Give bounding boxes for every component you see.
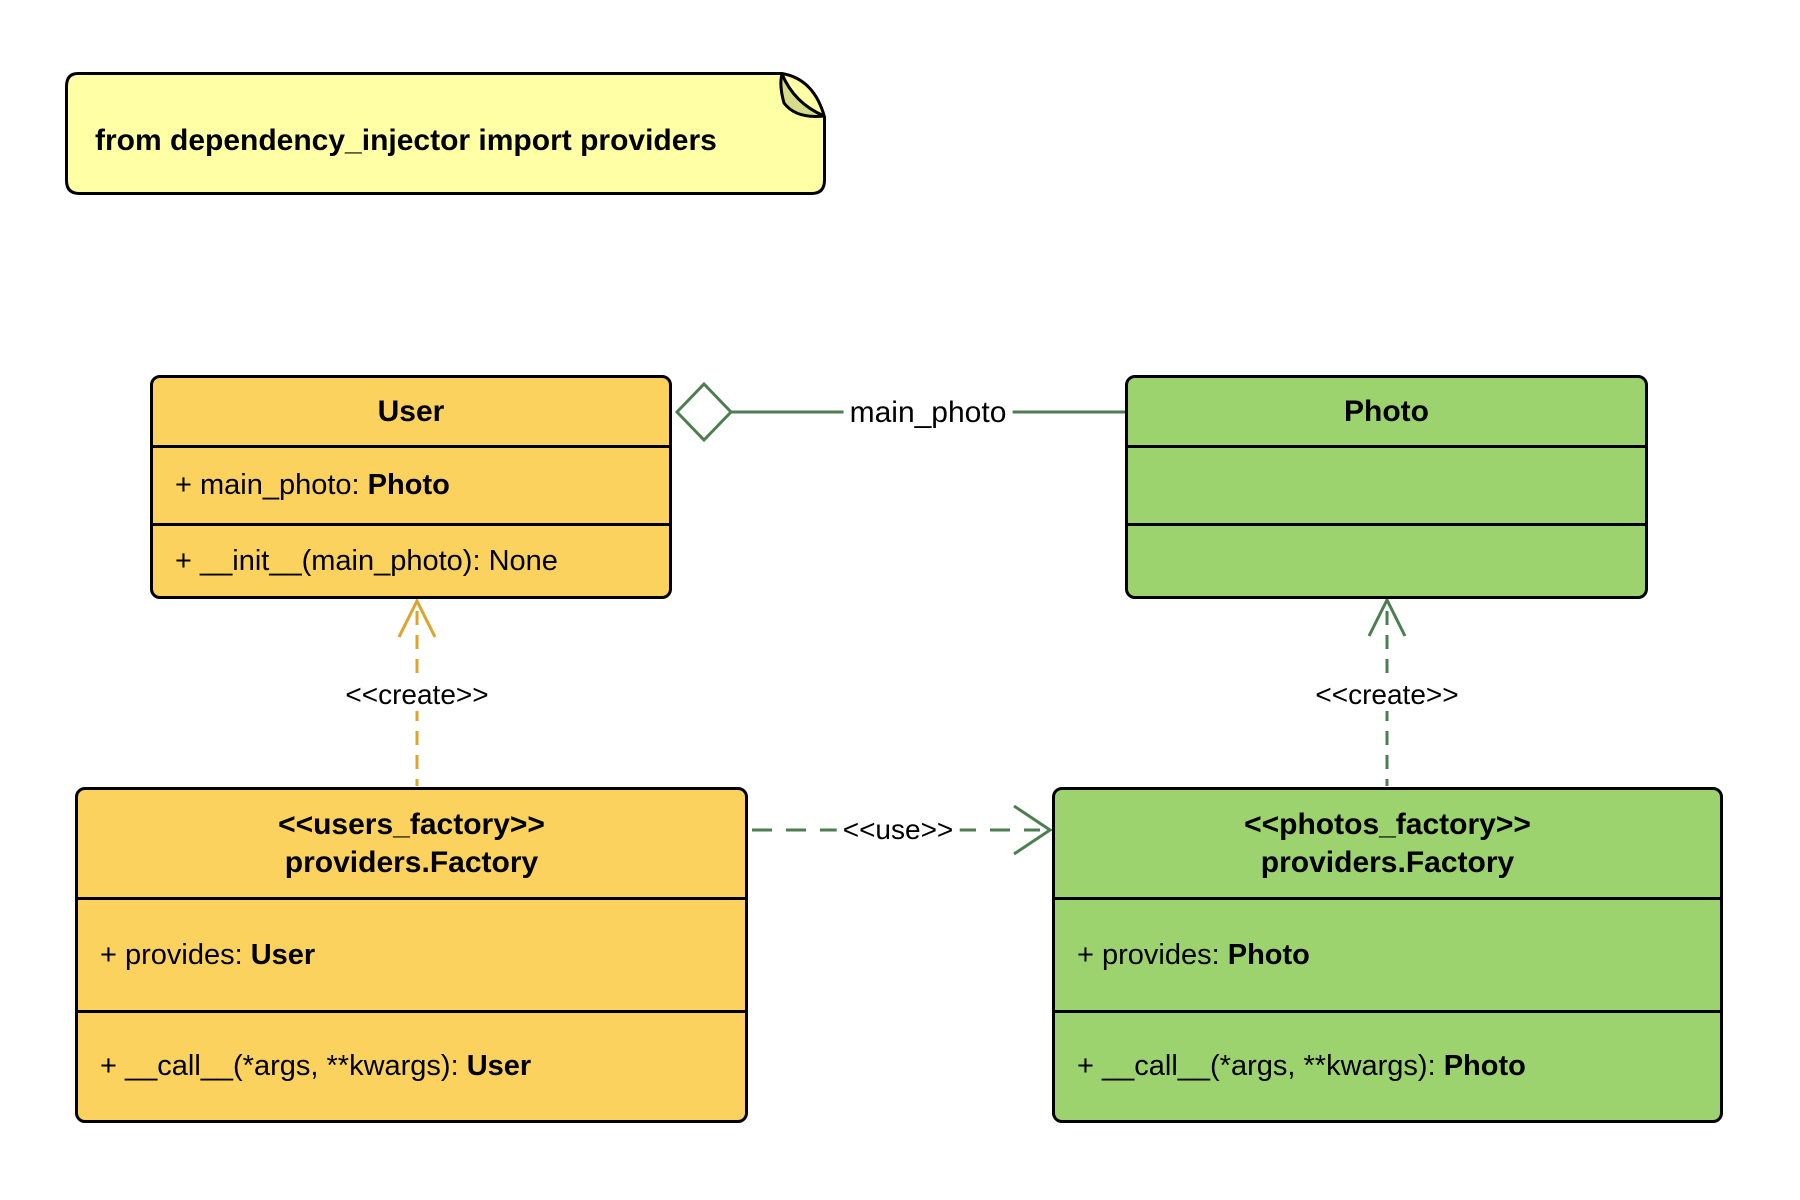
create-user-label: <<create>> [339,679,495,711]
class-box-user[interactable]: User + main_photo: Photo + __init__(main… [150,375,672,599]
use-label: <<use>> [836,814,960,846]
class-title-photo: Photo [1344,394,1429,428]
users-factory-name: providers.Factory [284,845,539,879]
attribute-text: + provides: [100,938,251,971]
class-title-photos-factory: <<photos_factory>> providers.Factory [1055,790,1720,897]
attribute-type: User [250,938,316,971]
method-return-type: None [488,544,558,577]
attribute-type: Photo [367,469,450,501]
aggregation-label: main_photo [843,396,1013,430]
method-text: + __init__(main_photo): [175,544,489,577]
method-return-type: Photo [1443,1050,1526,1082]
user-method-row: + __init__(main_photo): None [153,523,669,596]
photos-factory-method-row: + __call__(*args, **kwargs): Photo [1055,1010,1720,1120]
create-user-arrowhead-icon [397,597,437,638]
create-photo-label: <<create>> [1309,679,1465,711]
note-outline-icon [65,72,826,195]
photos-factory-attribute-row: + provides: Photo [1055,897,1720,1010]
aggregation-diamond-icon[interactable] [674,381,734,443]
note-text: from dependency_injector import provider… [95,123,717,157]
method-return-type: User [466,1050,532,1082]
users-factory-attribute-row: + provides: User [78,897,745,1010]
photos-factory-stereotype: <<photos_factory>> [1244,807,1531,841]
user-attribute-row: + main_photo: Photo [153,445,669,523]
class-box-photos-factory[interactable]: <<photos_factory>> providers.Factory + p… [1052,787,1723,1123]
method-text: + __call__(*args, **kwargs): [100,1050,467,1082]
attribute-text: + main_photo: [175,469,368,501]
note-shape[interactable]: from dependency_injector import provider… [65,72,827,195]
class-title-users-factory: <<users_factory>> providers.Factory [78,790,745,897]
class-title-user: User [377,394,445,428]
method-text: + __call__(*args, **kwargs): [1077,1050,1444,1082]
photo-methods-compartment [1128,523,1645,596]
class-box-users-factory[interactable]: <<users_factory>> providers.Factory + pr… [75,787,748,1123]
users-factory-stereotype: <<users_factory>> [278,807,545,841]
users-factory-method-row: + __call__(*args, **kwargs): User [78,1010,745,1120]
photos-factory-name: providers.Factory [1260,845,1515,879]
attribute-type: Photo [1227,938,1310,971]
create-photo-arrowhead-icon [1367,596,1407,637]
attribute-text: + provides: [1077,938,1228,971]
class-box-photo[interactable]: Photo [1125,375,1648,599]
note-fold-icon [779,72,826,118]
use-arrowhead-icon [1013,804,1053,856]
photo-attributes-compartment [1128,445,1645,523]
